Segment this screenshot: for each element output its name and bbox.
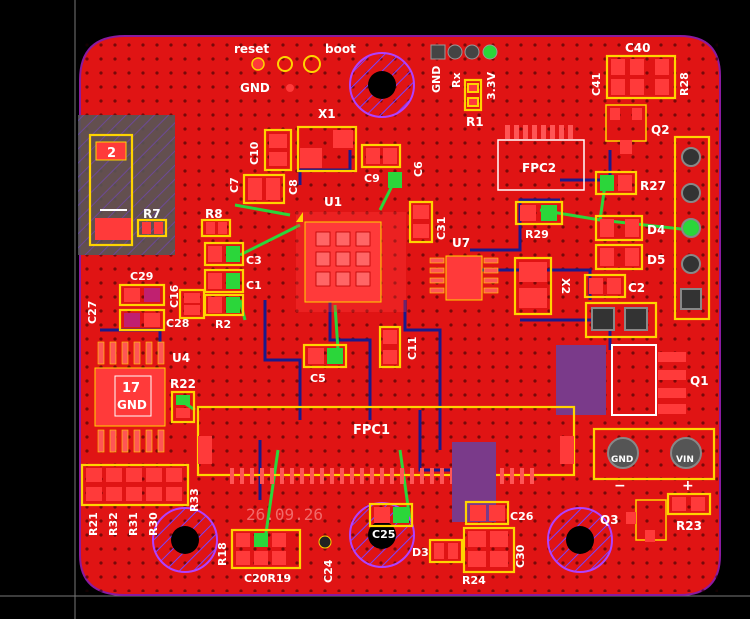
ic-u4[interactable] (94, 341, 166, 453)
r31-label: R31 (127, 512, 140, 536)
x1-label: X1 (318, 107, 336, 121)
connector-fpc2[interactable] (497, 125, 585, 191)
fpc2-label: FPC2 (522, 161, 556, 175)
r2-label: R2 (215, 318, 231, 331)
resistor-bank (80, 463, 190, 507)
r7-label: R7 (143, 207, 161, 221)
rx-label: Rx (450, 72, 463, 88)
pad-17-label: 17 (122, 381, 140, 396)
minus-label: − (614, 478, 626, 494)
vin-terminal-label: VIN (676, 455, 694, 465)
c27-label: C27 (86, 301, 99, 324)
c28-label: C28 (166, 317, 189, 330)
v33-label: 3.3V (485, 72, 498, 100)
crystal-x2[interactable] (513, 256, 553, 316)
r21-label: R21 (87, 512, 100, 536)
r33-label: R33 (188, 488, 201, 512)
q1-label: Q1 (690, 374, 709, 388)
gnd-terminal-label: GND (611, 455, 633, 465)
gnd-top-label: GND (240, 81, 270, 95)
c29-label: C29 (130, 270, 153, 283)
c8-label: C8 (287, 179, 300, 195)
power-terminal[interactable] (592, 427, 716, 481)
c6-label: C6 (412, 161, 425, 177)
r23-label: R23 (676, 519, 702, 533)
uart-header[interactable] (430, 44, 498, 60)
c41-label: C41 (590, 73, 603, 96)
u4-label: U4 (172, 351, 190, 365)
r29-label: R29 (525, 228, 549, 241)
c11-label: C11 (406, 337, 419, 360)
boot-label: boot (325, 42, 356, 56)
gnd-u4-label: GND (117, 398, 147, 412)
d4-label: D4 (647, 223, 665, 237)
u7-label: U7 (452, 236, 470, 250)
r32-label: R32 (107, 512, 120, 536)
fpc1-label: FPC1 (353, 423, 390, 438)
r24-label: R24 (462, 574, 486, 587)
x2-label: X2 (559, 278, 572, 294)
c30-label: C30 (514, 544, 527, 568)
c1-label: C1 (246, 279, 262, 292)
power-switch-connector[interactable] (584, 301, 658, 339)
c5-label: C5 (310, 372, 326, 385)
c16-label: C16 (168, 284, 181, 308)
gnd-header-label: GND (430, 66, 443, 93)
q2-label: Q2 (651, 123, 670, 137)
right-header[interactable] (673, 135, 711, 321)
c31-label: C31 (435, 217, 448, 240)
reset-label: reset (234, 42, 269, 56)
r30-label: R30 (147, 512, 160, 536)
plus-label: + (682, 478, 694, 494)
r8-label: R8 (205, 207, 223, 221)
u1-label: U1 (324, 195, 342, 209)
c3-label: C3 (246, 254, 262, 267)
c24-label: C24 (322, 559, 335, 583)
c9-label: C9 (364, 172, 380, 185)
r22-label: R22 (170, 377, 196, 391)
q3-label: Q3 (600, 513, 619, 527)
pad-2-label: 2 (107, 146, 116, 161)
c7-label: C7 (228, 177, 241, 193)
ic-u7[interactable] (429, 255, 499, 301)
d3-label: D3 (412, 546, 429, 559)
d5-label: D5 (647, 253, 665, 267)
r18-label: R18 (216, 542, 229, 566)
date-silkscreen: 26.09.26 (246, 505, 323, 524)
r1-label: R1 (466, 115, 484, 129)
reset-boot-area (251, 55, 321, 92)
crystal-x1[interactable] (296, 125, 358, 173)
c26-label: C26 (510, 510, 534, 523)
c25-label: C25 (372, 528, 395, 541)
r28-label: R28 (678, 72, 691, 96)
c10-label: C10 (248, 141, 261, 165)
antenna-frame (88, 133, 134, 247)
c20r19-label: C20R19 (244, 572, 291, 585)
transistor-q1[interactable] (556, 344, 686, 416)
c2-label: C2 (628, 281, 645, 295)
c40-label: C40 (625, 41, 651, 55)
r27-label: R27 (640, 179, 666, 193)
mcu-u1[interactable] (296, 212, 406, 312)
